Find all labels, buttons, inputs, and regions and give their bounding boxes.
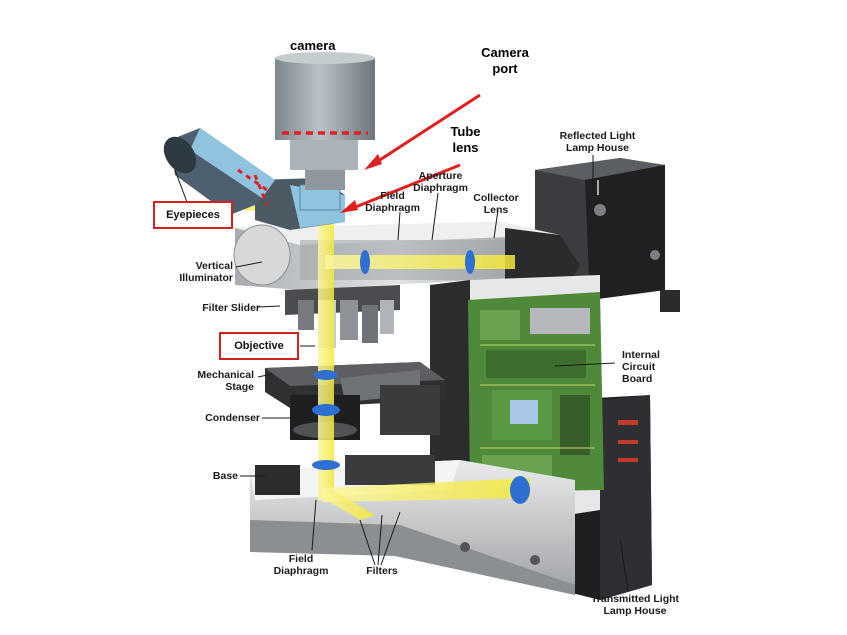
camera-body (275, 52, 375, 190)
label-internal-circuit-board: Internal Circuit Board (622, 349, 660, 385)
label-camera: camera (290, 38, 336, 53)
leader-lines (174, 155, 629, 591)
label-camera-port: Camera port (481, 45, 529, 76)
label-aperture-diaphragm: Aperture Diaphragm (413, 170, 468, 194)
lens-elements (312, 250, 530, 504)
label-objective-box: Objective (219, 332, 299, 360)
label-mechanical-stage: Mechanical Stage (197, 369, 254, 393)
label-eyepieces-box: Eyepieces (153, 201, 233, 229)
label-eyepieces: Eyepieces (166, 209, 220, 221)
label-condenser: Condenser (205, 412, 260, 424)
internal-circuit-board (468, 292, 604, 492)
label-filter-slider: Filter Slider (202, 302, 260, 314)
label-collector-lens: Collector Lens (473, 192, 519, 216)
label-vertical-illuminator: Vertical Illuminator (179, 260, 233, 284)
stage-and-condenser (265, 362, 445, 440)
label-base: Base (212, 470, 238, 482)
label-field-diaphragm-top: Field Diaphragm (365, 190, 420, 214)
objective-turret (285, 285, 400, 348)
trinocular-head (163, 128, 345, 230)
label-reflected-light-lamp-house: Reflected Light Lamp House (559, 130, 636, 154)
label-field-diaphragm-bottom: Field Diaphragm (273, 553, 329, 577)
label-tube-lens: Tube lens (450, 124, 481, 155)
label-transmitted-light-lamp-house: Transmitted Light Lamp House (590, 593, 680, 617)
label-objective: Objective (234, 340, 284, 352)
red-pointer-arrows (340, 93, 481, 213)
label-filters: Filters (366, 565, 398, 577)
